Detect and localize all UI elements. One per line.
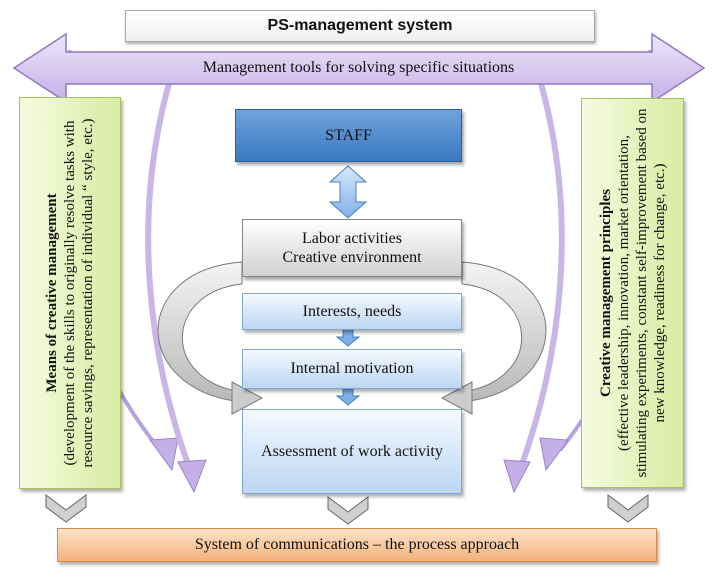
assessment-box: Assessment of work activity xyxy=(242,409,462,494)
left-panel-creative-means: Means of creative management (developmen… xyxy=(19,97,121,489)
page-title: PS-management system xyxy=(125,10,595,42)
right-panel-body: (effective leadership, innovation, marke… xyxy=(615,108,668,478)
staff-box: STAFF xyxy=(235,109,462,162)
communications-bar: System of communications – the process a… xyxy=(57,528,657,562)
left-panel-body: (development of the skills to originally… xyxy=(62,118,96,468)
right-curve-arrow-inner xyxy=(503,79,565,494)
right-panel-heading: Creative management principles xyxy=(597,188,614,398)
right-panel-principles: Creative management principles (effectiv… xyxy=(581,98,684,488)
tools-arrow-label: Management tools for solving specific si… xyxy=(202,59,515,76)
right-gray-curve-arrow xyxy=(440,261,547,415)
tools-double-arrow xyxy=(12,32,706,104)
left-chevron-arrow xyxy=(45,494,87,523)
left-curve-arrow-inner xyxy=(145,79,207,494)
center-chevron-arrow xyxy=(327,496,369,525)
right-chevron-arrow xyxy=(607,494,649,523)
interests-needs-box: Interests, needs xyxy=(242,293,462,330)
staff-labor-double-arrow xyxy=(328,165,368,219)
labor-activities-box: Labor activities Creative environment xyxy=(242,219,462,277)
left-panel-heading: Means of creative management xyxy=(44,193,60,393)
internal-motivation-box: Internal motivation xyxy=(242,349,462,389)
labor-activities-label: Labor activities xyxy=(302,229,402,247)
down-arrow-1 xyxy=(335,329,361,347)
left-gray-curve-arrow xyxy=(157,261,264,415)
creative-environment-label: Creative environment xyxy=(282,249,422,266)
down-arrow-2 xyxy=(335,388,361,406)
